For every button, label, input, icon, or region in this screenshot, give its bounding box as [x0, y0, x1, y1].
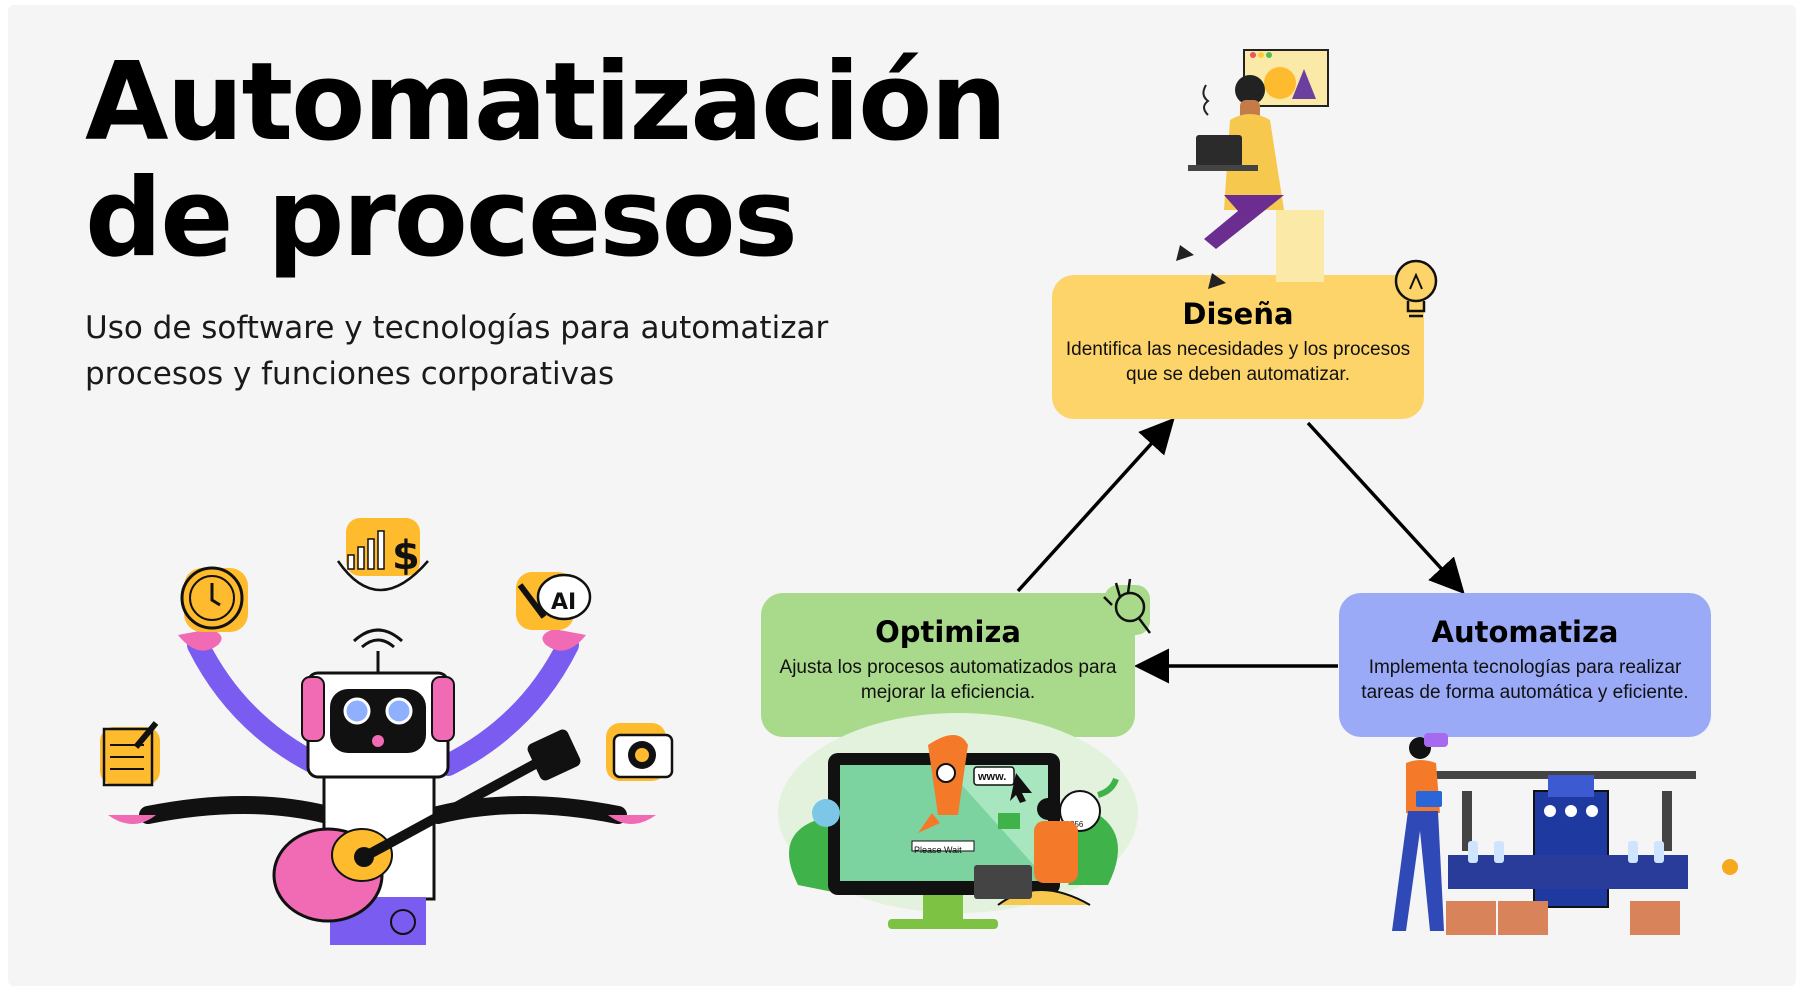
page-subtitle: Uso de software y tecnologías para autom… — [85, 310, 829, 392]
gauge-label: 256 — [1070, 820, 1084, 829]
title-line-2: de procesos — [85, 156, 798, 281]
arrow-disena-to-automatiza — [1306, 421, 1465, 595]
ai-badge-text: AI — [551, 590, 576, 615]
optimiza-card: Optimiza Ajusta los procesos automatizad… — [761, 593, 1135, 737]
arrow-optimiza-to-disena — [1016, 417, 1175, 593]
loading-text: Please Wait — [914, 845, 962, 855]
automatiza-title: Automatiza — [1431, 615, 1619, 649]
camera-icon — [606, 723, 674, 781]
dollar-sign: $ — [392, 533, 420, 579]
automatiza-description: Implementa tecnologías para realizar tar… — [1361, 657, 1689, 703]
designer-illustration — [1176, 49, 1329, 289]
cycle-arrows — [1016, 417, 1465, 684]
browser-label: www. — [977, 771, 1006, 783]
disena-title: Diseña — [1182, 297, 1294, 331]
ai-brush-icon: AI — [516, 572, 592, 630]
ok-hand-icon — [1103, 578, 1151, 635]
page-title: Automatización de procesos — [85, 40, 1007, 281]
factory-illustration — [1392, 733, 1738, 935]
automatiza-card: Automatiza Implementa tecnologías para r… — [1339, 593, 1711, 737]
lightbulb-icon — [1394, 259, 1438, 318]
clock-icon — [180, 566, 248, 632]
title-line-1: Automatización — [85, 40, 1007, 165]
optimiza-title: Optimiza — [875, 615, 1021, 649]
robot-illustration — [108, 628, 656, 945]
optimiza-description: Ajusta los procesos automatizados para m… — [779, 657, 1117, 703]
infographic-canvas: Automatización de procesos Uso de softwa… — [8, 5, 1796, 986]
rocket-monitor-illustration: www. Please Wait 256 — [778, 713, 1138, 929]
robot-badges: $ AI — [100, 518, 674, 787]
revenue-chart-icon: $ — [336, 518, 429, 592]
notepad-icon — [100, 721, 160, 787]
disena-description: Identifica las necesidades y los proceso… — [1065, 339, 1411, 385]
disena-card: Diseña Identifica las necesidades y los … — [1052, 275, 1424, 419]
